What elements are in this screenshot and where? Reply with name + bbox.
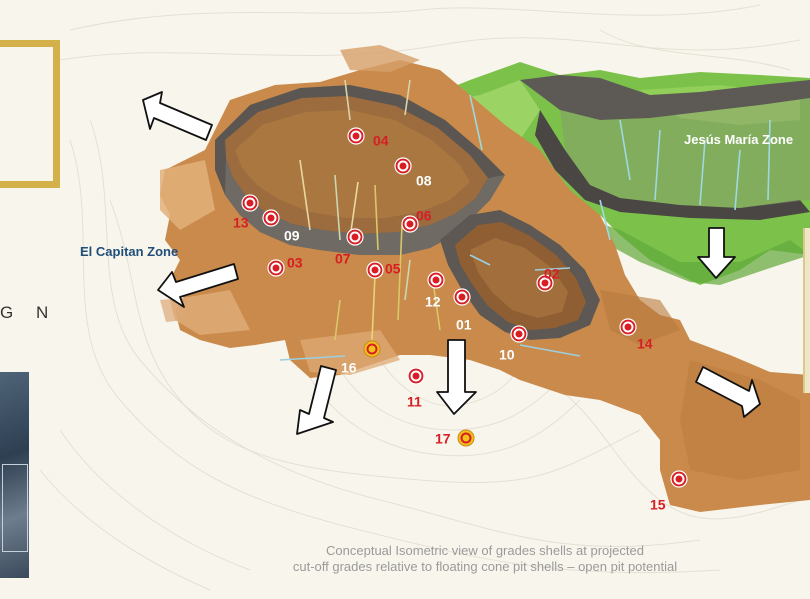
gold-frame-graphic (0, 40, 60, 188)
drill-hole-label: 05 (385, 261, 401, 277)
drill-hole-label: 03 (287, 255, 303, 271)
drill-hole-04: 04 (347, 127, 389, 149)
drill-hole-marker-center (517, 332, 521, 336)
jesus-maria-pit-shell (520, 75, 810, 220)
drill-hole-marker-inner-ring (397, 160, 409, 172)
drill-hole-07: 07 (335, 228, 364, 267)
drill-hole-marker-inner-ring (539, 277, 551, 289)
zone-label-el-capitan: El Capitan Zone (80, 244, 179, 259)
arrow-northwest (142, 91, 213, 141)
drill-hole-marker-center (353, 235, 357, 239)
drill-hole-marker-center (248, 201, 252, 205)
drill-hole-label: 09 (284, 228, 300, 244)
drill-hole-marker-inner-ring (244, 197, 256, 209)
drill-hole-label: 14 (637, 336, 653, 352)
drill-hole-label: 04 (373, 133, 389, 149)
drill-hole-marker-inner-ring (673, 473, 685, 485)
drill-traces (279, 79, 771, 361)
drill-hole-label: 01 (456, 317, 472, 333)
drill-hole-16: 16 (341, 340, 381, 376)
drill-hole-marker-center (370, 347, 374, 351)
satellite-thumbnail (0, 372, 29, 578)
arrow-southwest (296, 365, 337, 435)
drill-hole-12: 12 (425, 271, 445, 310)
drill-hole-marker-inner-ring (410, 370, 422, 382)
drill-hole-13: 13 (233, 194, 259, 231)
drill-hole-label: 08 (416, 173, 432, 189)
drill-hole-label: 07 (335, 251, 351, 267)
drill-hole-marker-center (460, 295, 464, 299)
drill-hole-marker-center (464, 436, 468, 440)
drill-hole-marker-inner-ring (456, 291, 468, 303)
drill-hole-03: 03 (267, 255, 303, 277)
drill-hole-marker-inner-ring (369, 264, 381, 276)
drill-hole-marker-inner-ring (513, 328, 525, 340)
drill-hole-label: 11 (407, 394, 422, 410)
drill-hole-11: 11 (407, 367, 425, 410)
drill-hole-15: 15 (650, 470, 688, 513)
drill-hole-marker-center (401, 164, 405, 168)
drill-hole-marker-center (543, 281, 547, 285)
drill-hole-label: 06 (416, 208, 432, 224)
drill-hole-10: 10 (499, 325, 528, 363)
drill-hole-02: 02 (536, 266, 560, 292)
drill-hole-label: 13 (233, 215, 249, 231)
drill-hole-label: 16 (341, 360, 357, 376)
drill-hole-marker-center (408, 222, 412, 226)
drill-hole-05: 05 (366, 261, 401, 279)
drill-hole-06: 06 (401, 208, 432, 233)
drill-hole-14: 14 (619, 318, 653, 352)
drill-hole-17: 17 (435, 429, 475, 447)
arrow-south (436, 339, 477, 415)
drill-hole-marker-center (269, 216, 273, 220)
drill-hole-marker-center (373, 268, 377, 272)
contour-lines (39, 4, 801, 591)
drill-hole-marker-inner-ring (430, 274, 442, 286)
drill-hole-marker-center (354, 134, 358, 138)
drill-hole-marker-center (274, 266, 278, 270)
drill-hole-label: 10 (499, 347, 515, 363)
drill-hole-label: 17 (435, 431, 451, 447)
drill-hole-markers: 04 08 13 09 06 07 03 05 02 12 01 10 14 16 11 17 15 (233, 127, 688, 513)
drill-hole-marker-center (434, 278, 438, 282)
drill-hole-marker-inner-ring (349, 231, 361, 243)
caption-line-2: cut-off grades relative to floating cone… (292, 559, 678, 574)
drill-hole-label: 15 (650, 497, 666, 513)
drill-hole-label: 02 (544, 266, 560, 282)
drill-hole-marker-inner-ring (270, 262, 282, 274)
drill-hole-marker-center (626, 325, 630, 329)
caption-line-1: Conceptual Isometric view of grades shel… (326, 543, 644, 558)
zone-label-jesus-maria: Jesús María Zone (684, 132, 794, 147)
arrow-west (157, 263, 239, 308)
drill-hole-09: 09 (262, 209, 300, 244)
drill-hole-marker-inner-ring (404, 218, 416, 230)
drill-hole-marker-center (677, 477, 681, 481)
side-text-fragment: G N (0, 303, 58, 322)
drill-hole-marker-center (414, 374, 418, 378)
arrow-south-right (697, 227, 736, 279)
drill-hole-marker-inner-ring (350, 130, 362, 142)
drill-hole-marker-inner-ring (460, 432, 472, 444)
drill-hole-label: 12 (425, 294, 441, 310)
drill-hole-08: 08 (394, 157, 432, 189)
drill-hole-marker-inner-ring (622, 321, 634, 333)
el-capitan-pit-shell (215, 85, 600, 340)
drill-hole-marker-inner-ring (265, 212, 277, 224)
arrow-southeast (695, 366, 761, 418)
drill-hole-01: 01 (453, 288, 472, 333)
direction-arrows (142, 91, 761, 435)
right-panel-edge (803, 228, 810, 393)
drill-hole-marker-inner-ring (366, 343, 378, 355)
figure-caption: Conceptual Isometric view of grades shel… (230, 543, 740, 575)
